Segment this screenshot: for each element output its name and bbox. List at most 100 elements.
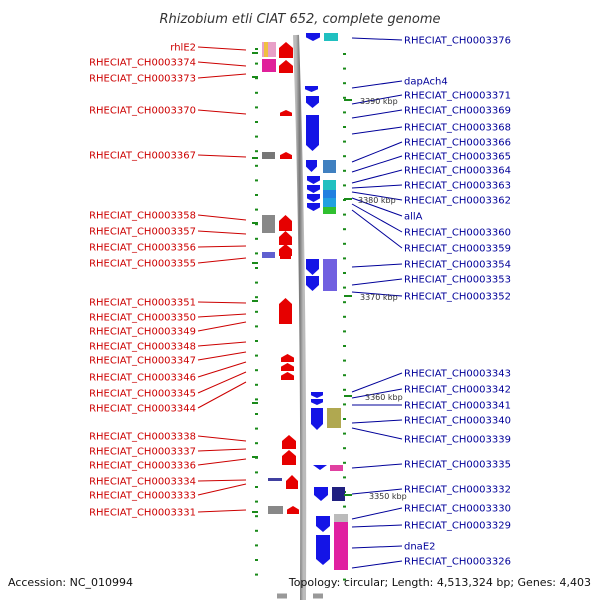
tick-mark-right [343,330,346,333]
gene-feature-box [268,506,283,514]
gene-feature-box [323,198,336,207]
tick-mark-major-left [252,300,258,302]
tick-mark-right [343,388,346,391]
tick-mark-left [255,427,258,430]
tick-mark-major-left [252,511,258,513]
gene-feature-box [324,33,338,41]
tick-mark-left [255,267,258,269]
right-gene-labels: RHECIAT_CH0003376dapAch4RHECIAT_CH000337… [404,36,511,568]
tick-mark-right [343,374,346,377]
tick-mark-left [255,471,258,474]
forward-gene-arrow [306,276,319,291]
left-leader-line [197,46,247,51]
right-leader-line [351,155,403,173]
tick-mark-left [255,529,258,532]
kbp-label: 3350 kbp [369,492,407,501]
tick-mark-right [343,82,346,85]
tick-mark-right [343,126,346,128]
gene-feature-box [330,465,343,471]
gene-feature-box [327,408,341,428]
reverse-gene-arrow [281,354,294,362]
tick-mark-right [343,286,346,289]
gene-feature-box [332,487,345,501]
left-leader-line [197,351,247,361]
tick-mark-right [343,432,346,435]
forward-gene-arrow [311,408,323,430]
tick-mark-left [255,413,258,415]
left-gene-label: RHECIAT_CH0003348 [89,342,196,353]
right-gene-label: RHECIAT_CH0003340 [404,416,511,427]
tick-mark-left [255,325,258,328]
tick-mark-left [255,135,258,138]
reverse-gene-arrow [279,244,292,256]
kbp-label: 3380 kbp [358,196,396,205]
left-leader-line [197,154,247,158]
right-gene-label: RHECIAT_CH0003364 [404,166,511,177]
right-gene-label: dapAch4 [404,77,448,88]
tick-mark-right [343,53,346,55]
forward-gene-arrow [307,176,320,184]
tick-mark-left [255,281,258,284]
tick-mark-left [255,237,258,240]
right-leader-line [351,388,403,399]
kbp-markers: 3390 kbp 3380 kbp 3370 kbp 3360 kbp 3350 kbp [344,97,407,501]
tick-mark-right [343,228,346,231]
tick-mark-right [343,418,346,420]
tick-mark-right [343,169,346,172]
forward-gene-arrow [306,115,319,151]
tick-mark-left [255,62,258,65]
tick-mark-left [255,310,258,313]
kbp-tick [344,494,352,496]
right-gene-label: RHECIAT_CH0003329 [404,521,511,532]
right-gene-label: RHECIAT_CH0003368 [404,123,511,134]
gene-feature-box [323,207,336,214]
right-gene-label: RHECIAT_CH0003354 [404,260,511,271]
forward-gene-arrow [311,399,323,405]
right-leader-line [351,278,403,286]
left-leader-line [197,109,247,115]
right-gene-label: RHECIAT_CH0003352 [404,292,511,303]
tick-mark-major-left [252,52,258,54]
forward-gene-arrow [316,535,330,565]
right-gene-label: RHECIAT_CH0003371 [404,91,511,102]
gene-feature-box [323,259,337,291]
reverse-gene-arrow [280,152,292,159]
left-gene-label: RHECIAT_CH0003351 [89,298,196,309]
left-leader-line [197,61,247,67]
tick-mark-left [255,544,258,547]
right-leader-line [351,419,403,424]
kbp-label: 3360 kbp [365,393,403,402]
left-gene-label: RHECIAT_CH0003338 [89,432,196,443]
right-gene-label: RHECIAT_CH0003342 [404,385,511,396]
kbp-tick [344,395,352,397]
left-gene-label: RHECIAT_CH0003334 [89,477,196,488]
tick-mark-left [255,77,258,80]
left-gene-label: RHECIAT_CH0003347 [89,356,196,367]
tick-mark-right [343,359,346,362]
forward-gene-arrow [306,259,319,275]
tick-mark-left [255,486,258,488]
gene-feature-box [264,42,268,57]
tick-mark-right [343,447,346,450]
right-leader-line [351,545,403,549]
reverse-gene-arrow [287,506,299,514]
tick-mark-left [255,296,258,299]
tick-mark-major-left [252,222,258,224]
tick-mark-right [343,213,346,216]
right-leader-line [351,209,403,249]
tick-mark-left [255,91,258,94]
left-leader-line [197,73,247,79]
right-leader-line [351,488,403,495]
right-leader-line [351,427,403,440]
tick-mark-right [343,155,346,158]
kbp-label: 3370 kbp [360,293,398,302]
kbp-label: 3390 kbp [360,97,398,106]
right-leader-line [351,191,403,201]
tick-mark-right [343,67,346,70]
tick-mark-left [255,383,258,386]
right-leader-line [351,197,403,217]
right-gene-label: RHECIAT_CH0003369 [404,106,511,117]
reverse-gene-arrow [280,253,291,259]
left-leader-line [197,257,247,264]
